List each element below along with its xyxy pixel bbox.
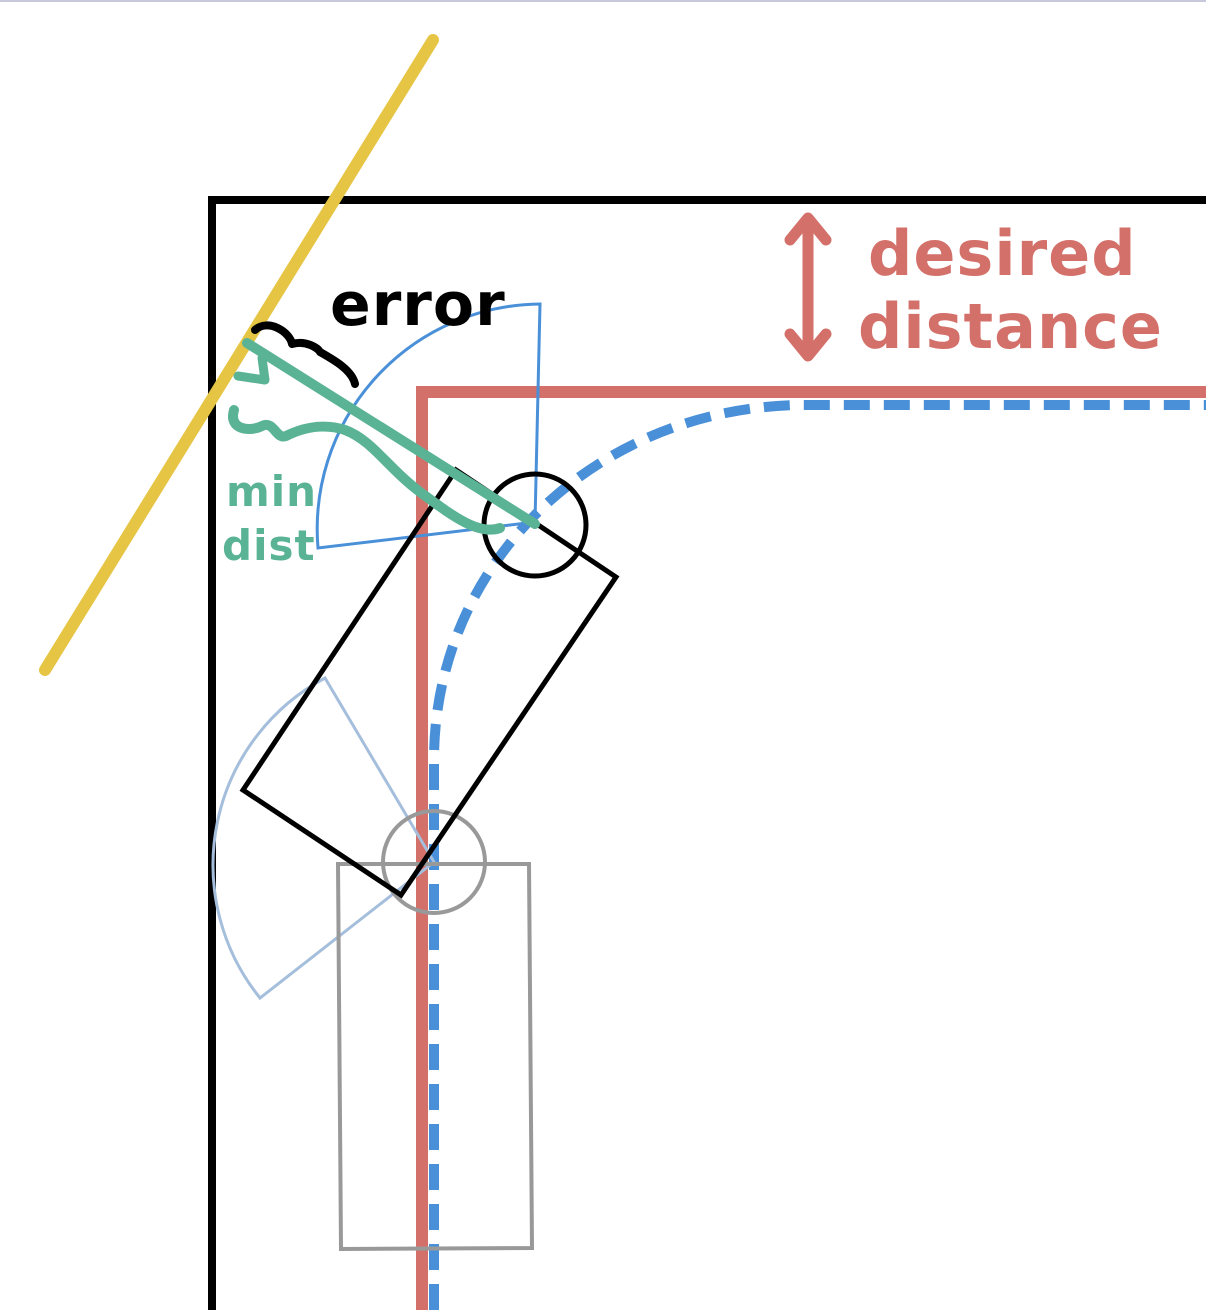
ghost-robot-sensor [381, 809, 487, 915]
planned-path [429, 400, 1206, 1310]
min-dist-label-line1: min [226, 467, 317, 516]
min-dist-ray [242, 338, 540, 529]
ghost-robot-body [335, 862, 535, 1252]
error-label: error [330, 270, 506, 340]
error-brace [251, 321, 359, 388]
desired-distance-annotation: desired distance [784, 212, 1163, 363]
sensor-fov [315, 302, 542, 550]
wall [208, 196, 1206, 1310]
robot-body [239, 466, 620, 899]
min-dist-brace [228, 405, 505, 535]
ghost-robot [211, 675, 535, 1252]
desired-distance-arrow-head-bottom [784, 328, 832, 362]
sensed-wall-line [39, 34, 439, 676]
error-annotation: error [251, 270, 506, 388]
desired-distance-label-line1: desired [868, 217, 1137, 290]
min-dist-annotation: min dist [222, 338, 540, 570]
min-dist-label-line2: dist [222, 521, 316, 570]
ghost-sensor-fov [211, 675, 436, 1001]
desired-distance-arrow-head-top [784, 212, 832, 246]
desired-distance-path [416, 386, 1206, 1310]
right-angle-mark [233, 353, 270, 385]
desired-distance-label-line2: distance [858, 290, 1163, 363]
